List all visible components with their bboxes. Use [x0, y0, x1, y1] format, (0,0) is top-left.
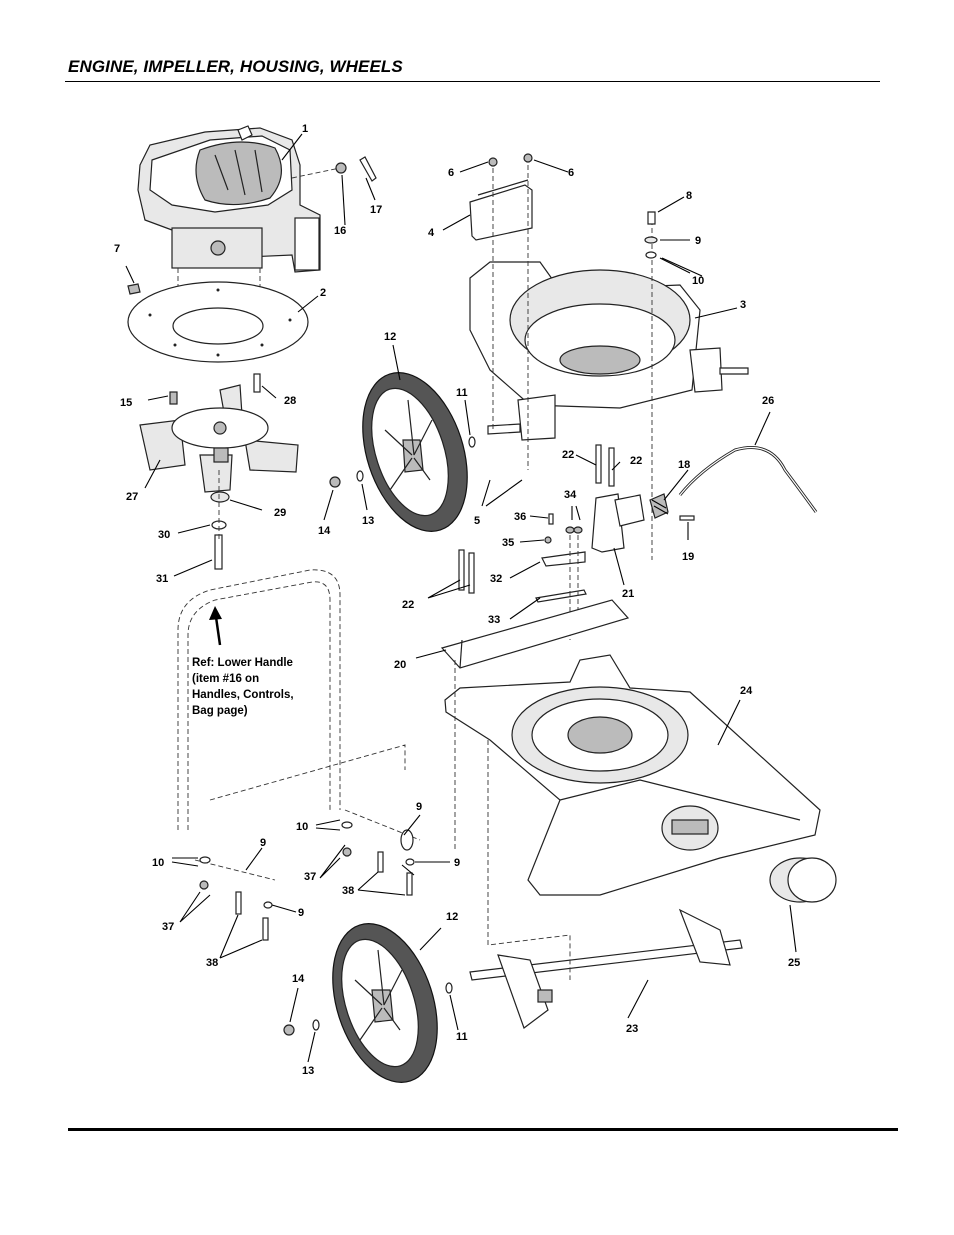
callout-31: 31 — [156, 573, 168, 585]
callout-22b: 22 — [630, 455, 642, 467]
callout-9a: 9 — [695, 235, 701, 247]
callout-6a: 6 — [448, 167, 454, 179]
bolt-hardware-lower — [199, 821, 415, 941]
callout-30: 30 — [158, 529, 170, 541]
callout-34: 34 — [564, 489, 577, 501]
engine-part — [137, 125, 321, 273]
impeller-part — [139, 384, 299, 493]
callout-36: 36 — [514, 511, 526, 523]
callout-22a: 22 — [562, 449, 574, 461]
bolt-hardware-upper — [458, 444, 615, 603]
control-bracket-part — [591, 493, 645, 553]
callout-21: 21 — [622, 588, 634, 600]
callout-9c: 9 — [260, 837, 266, 849]
lower-handle-ref — [177, 569, 571, 980]
page-title: ENGINE, IMPELLER, HOUSING, WHEELS — [68, 57, 403, 76]
reference-note-line2: (item #16 on — [192, 673, 259, 685]
callout-38a: 38 — [206, 957, 218, 969]
callout-3: 3 — [740, 299, 746, 311]
callout-7: 7 — [114, 243, 120, 255]
callout-19: 19 — [682, 551, 694, 563]
callout-37a: 37 — [162, 921, 174, 933]
callout-16: 16 — [334, 225, 346, 237]
callout-20: 20 — [394, 659, 406, 671]
callout-9e: 9 — [298, 907, 304, 919]
callout-32: 32 — [490, 573, 502, 585]
callout-24: 24 — [740, 685, 753, 697]
callout-8: 8 — [686, 190, 692, 202]
callout-6b: 6 — [568, 167, 574, 179]
cable-part — [678, 446, 818, 513]
reference-note-line3: Handles, Controls, — [192, 689, 294, 701]
callout-10b: 10 — [152, 857, 164, 869]
wheel-lower-part — [332, 923, 438, 1083]
callout-35: 35 — [502, 537, 514, 549]
spring-part — [649, 493, 695, 521]
callout-10c: 10 — [296, 821, 308, 833]
callout-1: 1 — [302, 123, 308, 135]
callout-26: 26 — [762, 395, 774, 407]
callout-14a: 14 — [318, 525, 331, 537]
housing-part — [469, 261, 749, 441]
callout-9b: 9 — [416, 801, 422, 813]
axle-part — [469, 908, 743, 1029]
callout-10a: 10 — [692, 275, 704, 287]
callout-14b: 14 — [292, 973, 305, 985]
callout-28: 28 — [284, 395, 296, 407]
callout-4: 4 — [428, 227, 435, 239]
callout-37b: 37 — [304, 871, 316, 883]
callout-27: 27 — [126, 491, 138, 503]
callout-12a: 12 — [384, 331, 396, 343]
wheel-upper-part — [362, 372, 468, 532]
callout-17: 17 — [370, 204, 382, 216]
callout-11b: 11 — [456, 1031, 468, 1043]
callout-5: 5 — [474, 515, 480, 527]
callout-38b: 38 — [342, 885, 354, 897]
callout-2: 2 — [320, 287, 326, 299]
callout-29: 29 — [274, 507, 286, 519]
callout-labels: 1 2 3 4 5 6 6 7 8 9 9 9 9 9 10 10 10 11 … — [114, 123, 800, 1077]
callout-15: 15 — [120, 397, 132, 409]
callout-23: 23 — [626, 1023, 638, 1035]
frame-bracket-part — [440, 599, 630, 669]
reference-note-line4: Bag page) — [192, 705, 248, 717]
engine-plate-part — [127, 281, 309, 363]
end-cap-part — [769, 857, 837, 903]
reference-note-line1: Ref: Lower Handle — [192, 657, 293, 669]
callout-18: 18 — [678, 459, 690, 471]
housing-bracket-part — [469, 179, 533, 241]
engine-hardware — [127, 156, 377, 570]
reference-note: Ref: Lower Handle (item #16 on Handles, … — [192, 657, 294, 717]
callout-25: 25 — [788, 957, 800, 969]
title-rule — [65, 81, 880, 82]
callout-9d: 9 — [454, 857, 460, 869]
callout-11a: 11 — [456, 387, 468, 399]
base-housing-part — [444, 654, 821, 896]
callout-12b: 12 — [446, 911, 458, 923]
callout-13b: 13 — [302, 1065, 314, 1077]
footer-rule — [68, 1128, 898, 1131]
callout-13a: 13 — [362, 515, 374, 527]
callout-33: 33 — [488, 614, 500, 626]
leader-lines — [125, 133, 797, 1063]
callout-22c: 22 — [402, 599, 414, 611]
